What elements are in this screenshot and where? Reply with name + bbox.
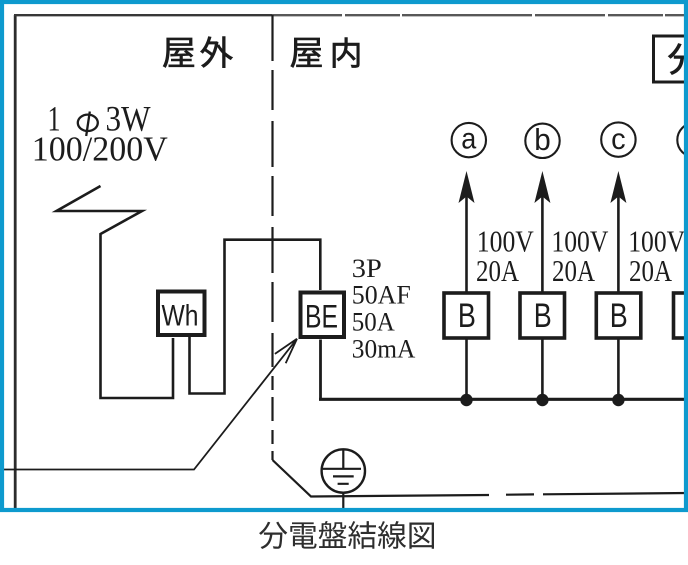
svg-text:50A: 50A <box>352 307 395 337</box>
svg-text:B: B <box>458 297 476 335</box>
svg-text:a: a <box>461 123 476 156</box>
svg-text:c: c <box>611 123 626 156</box>
svg-text:B: B <box>610 297 628 335</box>
svg-text:50AF: 50AF <box>352 280 411 310</box>
svg-text:30mA: 30mA <box>352 333 416 363</box>
svg-text:20A: 20A <box>629 253 672 288</box>
svg-text:B: B <box>534 297 552 335</box>
svg-text:20A: 20A <box>552 253 595 288</box>
svg-text:Wh: Wh <box>162 300 199 333</box>
svg-text:BE: BE <box>305 299 338 335</box>
svg-text:3P: 3P <box>352 253 382 283</box>
svg-text:100/200V: 100/200V <box>32 130 168 169</box>
svg-text:20A: 20A <box>476 253 519 288</box>
svg-text:b: b <box>534 122 551 157</box>
